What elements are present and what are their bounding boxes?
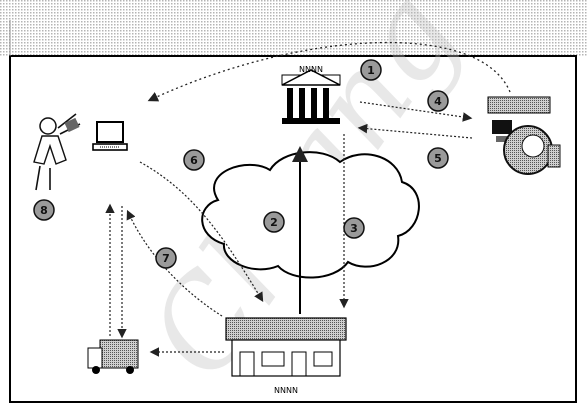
bank-label: NNNN	[299, 65, 323, 74]
step-badge-label-8: 8	[40, 204, 48, 217]
merchant-building-icon	[226, 318, 346, 376]
step-badge-label-5: 5	[434, 152, 442, 165]
computer-icon	[93, 122, 127, 150]
step-badge-label-2: 2	[270, 216, 278, 229]
merchant-label: NNNN	[274, 386, 298, 395]
step-badge-label-3: 3	[350, 222, 358, 235]
step-badge-label-6: 6	[190, 154, 198, 167]
step-badge-label-4: 4	[434, 95, 442, 108]
step-badge-label-1: 1	[367, 64, 375, 77]
top-halftone-band	[0, 0, 588, 56]
internet-cloud	[202, 152, 419, 277]
step-badge-label-7: 7	[162, 252, 170, 265]
